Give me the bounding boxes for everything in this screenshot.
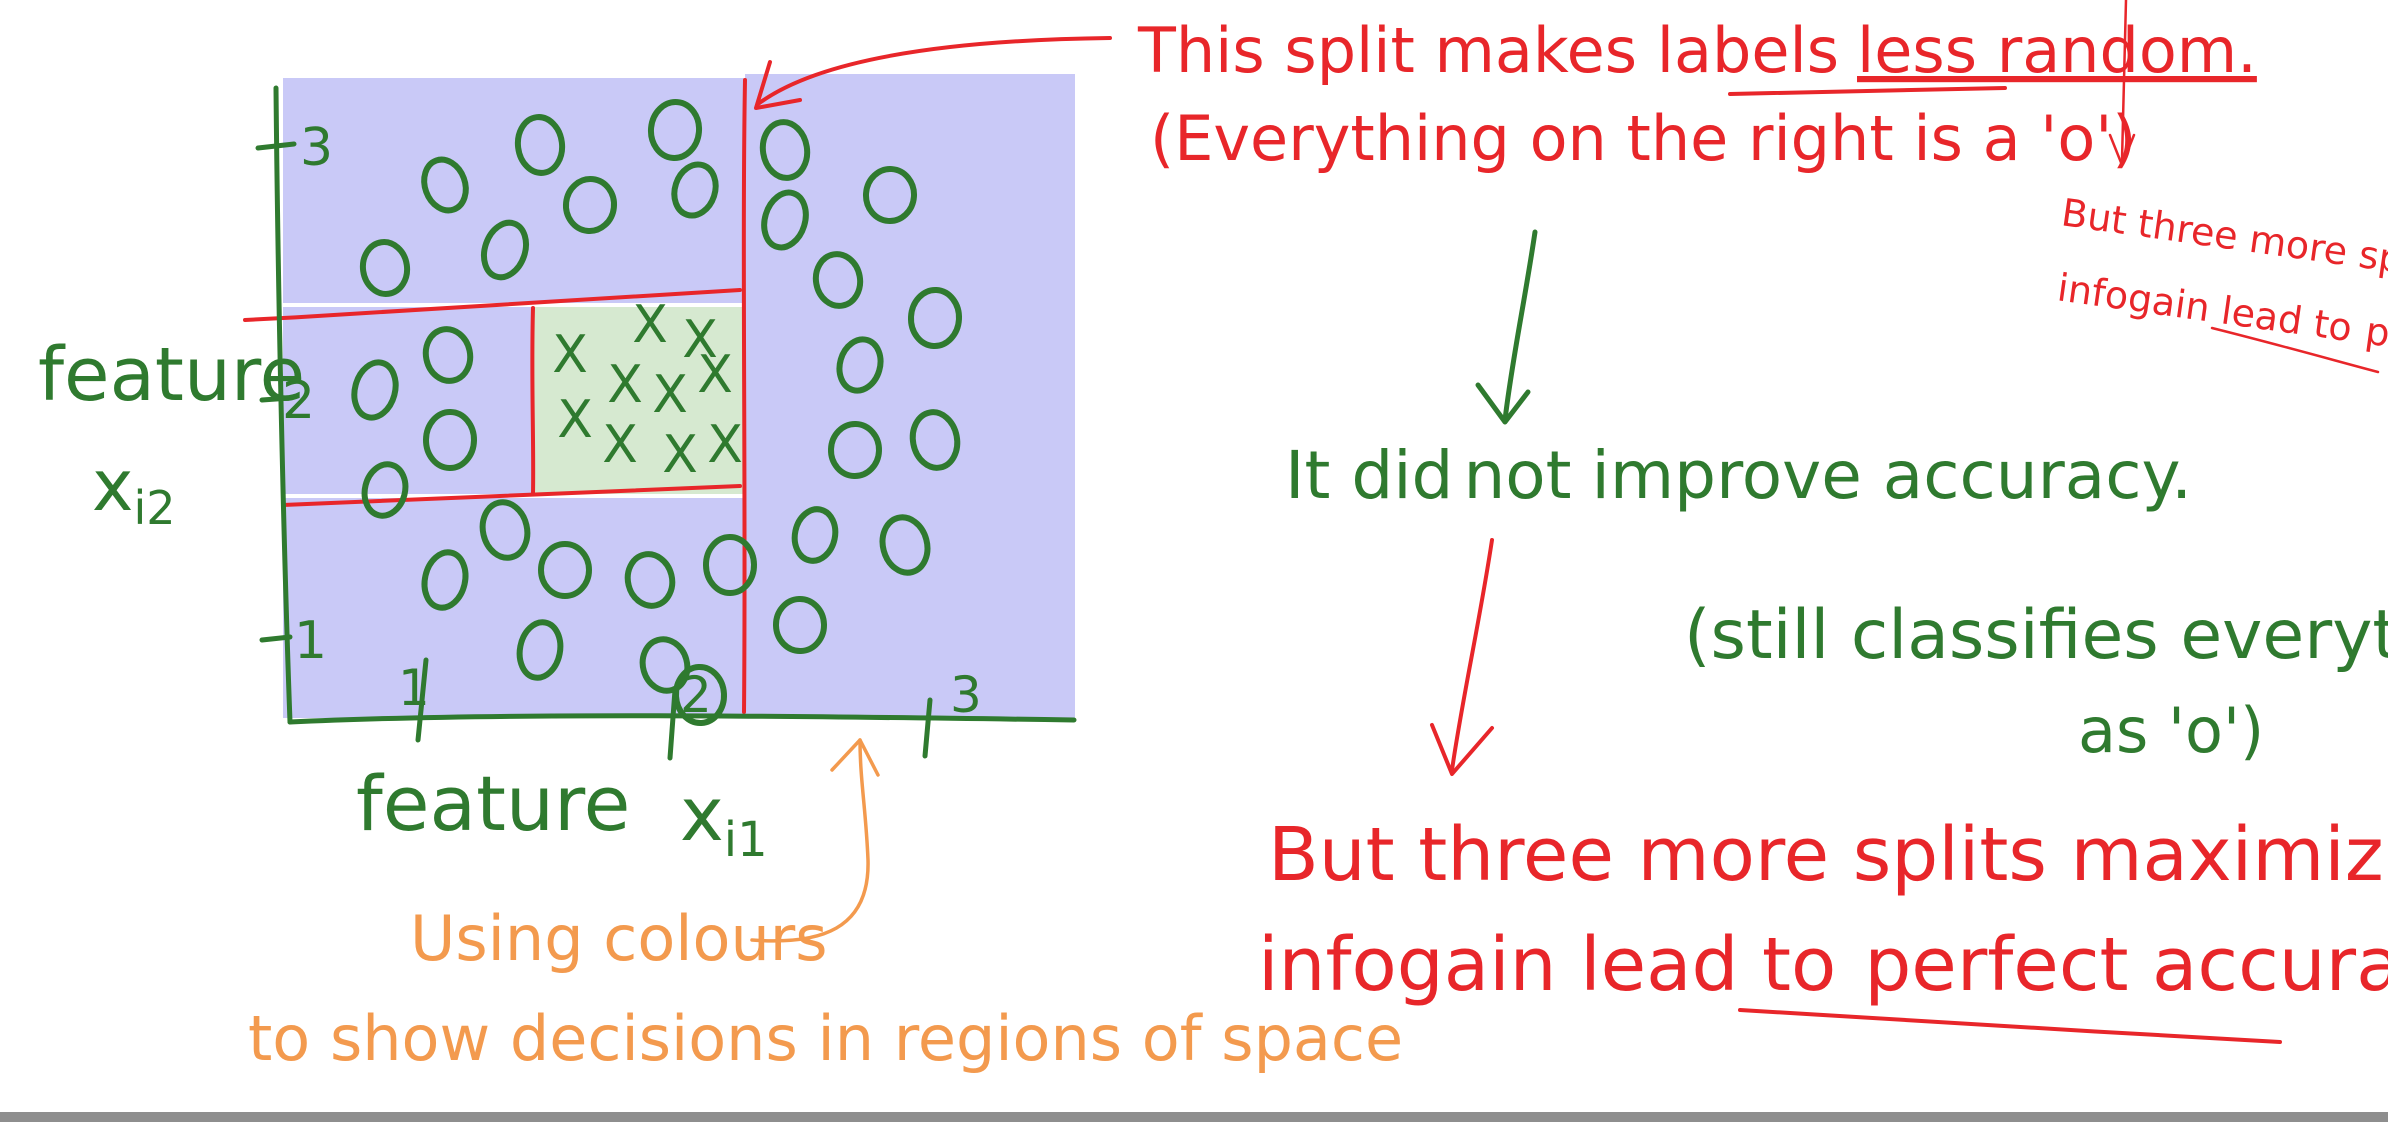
data-point-o bbox=[791, 506, 839, 564]
data-point-o bbox=[538, 541, 592, 599]
perfect-accuracy-underline bbox=[1738, 1008, 2282, 1044]
data-point-o bbox=[514, 114, 566, 176]
y-tick-1-mark bbox=[259, 634, 293, 643]
data-point-o bbox=[481, 219, 529, 281]
data-point-o bbox=[812, 251, 864, 309]
note-accuracy-line2: (still classifies everything bbox=[1684, 596, 2388, 675]
arrow-down-red bbox=[1450, 538, 1494, 772]
y-tick-3-mark bbox=[255, 141, 297, 151]
region-o-left-middle bbox=[283, 307, 533, 494]
data-point-o bbox=[647, 99, 703, 161]
arrow-to-split-line bbox=[756, 36, 1112, 106]
colours-line2: to show decisions in regions of space bbox=[248, 1002, 1403, 1075]
data-point-o bbox=[827, 421, 883, 479]
data-point-o bbox=[672, 664, 728, 726]
data-point-x: X bbox=[632, 295, 668, 355]
bottom-bar bbox=[0, 1112, 2388, 1122]
data-point-o bbox=[351, 359, 399, 421]
small-arrow-down bbox=[2120, 0, 2128, 162]
note-accuracy-line3: as 'o') bbox=[2078, 694, 2264, 767]
decision-regions bbox=[283, 74, 1075, 718]
data-point-o bbox=[879, 514, 931, 576]
data-point-o bbox=[422, 409, 478, 471]
data-point-x: X bbox=[682, 310, 718, 370]
data-point-o bbox=[421, 156, 469, 214]
data-point-o bbox=[479, 499, 531, 561]
data-point-x: X bbox=[552, 325, 588, 385]
data-point-o bbox=[761, 189, 809, 251]
orange-arrow bbox=[750, 738, 870, 943]
data-point-o bbox=[836, 336, 884, 394]
x-axis-label-feature: feature bbox=[356, 759, 630, 848]
data-point-o bbox=[359, 239, 411, 297]
arrow-down-red-head bbox=[1430, 723, 1494, 776]
split-lines bbox=[243, 78, 747, 714]
x-tick-1: 1 bbox=[398, 659, 430, 717]
y-tick-2-mark bbox=[259, 395, 293, 403]
split-line-lower bbox=[281, 484, 742, 507]
axis-labels: feature xi2 feature xi1 bbox=[38, 332, 768, 868]
data-point-o bbox=[639, 636, 691, 694]
split-line-middle-vertical bbox=[530, 306, 536, 496]
region-x-green bbox=[533, 307, 745, 494]
data-point-o bbox=[516, 619, 564, 681]
x-axis-label-var: xi1 bbox=[680, 772, 768, 868]
x-tick-3-mark bbox=[922, 697, 933, 759]
note-three-splits: But three more splits maximizing infogai… bbox=[1258, 538, 2388, 1044]
data-point-o bbox=[671, 161, 719, 219]
y-tick-2: 2 bbox=[282, 371, 315, 431]
data-point-o bbox=[702, 534, 758, 596]
data-point-x: X bbox=[697, 345, 733, 405]
data-point-o bbox=[909, 409, 961, 471]
data-point-x: X bbox=[557, 390, 593, 450]
small-arrow-head bbox=[2108, 133, 2136, 167]
data-point-o bbox=[759, 119, 811, 181]
y-tick-1: 1 bbox=[294, 611, 327, 671]
y-tick-3: 3 bbox=[300, 118, 333, 178]
arrow-down-green-head bbox=[1475, 382, 1531, 425]
data-point-o bbox=[562, 176, 618, 234]
data-point-o bbox=[624, 551, 676, 609]
data-point-o bbox=[772, 596, 828, 654]
arrow-down-green bbox=[1502, 229, 1538, 423]
x-axis-line bbox=[287, 713, 1077, 725]
note-colours: Using colours to show decisions in regio… bbox=[248, 738, 1403, 1075]
data-point-o bbox=[421, 549, 469, 611]
data-point-o bbox=[862, 166, 918, 224]
small-underline bbox=[2210, 326, 2380, 374]
tick-labels: 3 2 1 1 2 3 bbox=[282, 118, 982, 724]
split-line-vertical bbox=[741, 78, 747, 714]
split-line-upper bbox=[243, 288, 742, 322]
region-o-right bbox=[745, 74, 1075, 718]
data-point-o bbox=[907, 287, 963, 349]
axes bbox=[255, 85, 1077, 761]
y-axis-line bbox=[273, 85, 293, 725]
orange-arrow-head bbox=[830, 738, 880, 777]
x-tick-3: 3 bbox=[950, 666, 982, 724]
region-o-left-bottom bbox=[283, 498, 745, 718]
data-point-x: X bbox=[652, 365, 688, 425]
colours-line1: Using colours bbox=[410, 902, 828, 975]
data-point-x: X bbox=[662, 425, 698, 485]
data-point-o bbox=[422, 326, 474, 384]
y-axis-label-var: xi2 bbox=[92, 445, 175, 535]
x-tick-1-mark bbox=[415, 657, 429, 743]
less-random-underline bbox=[1728, 86, 2007, 96]
note-split-line2: (Everything on the right is a 'o') bbox=[1150, 102, 2137, 175]
arrow-to-split-head bbox=[754, 60, 802, 110]
data-point-x: X bbox=[707, 415, 743, 475]
y-axis-label-feature: feature bbox=[38, 332, 305, 418]
data-point-x: X bbox=[607, 355, 643, 415]
data-point-o bbox=[361, 461, 409, 519]
note-three-splits-line1: But three more splits maximizing bbox=[1268, 812, 2388, 898]
data-point-x: X bbox=[602, 415, 638, 475]
